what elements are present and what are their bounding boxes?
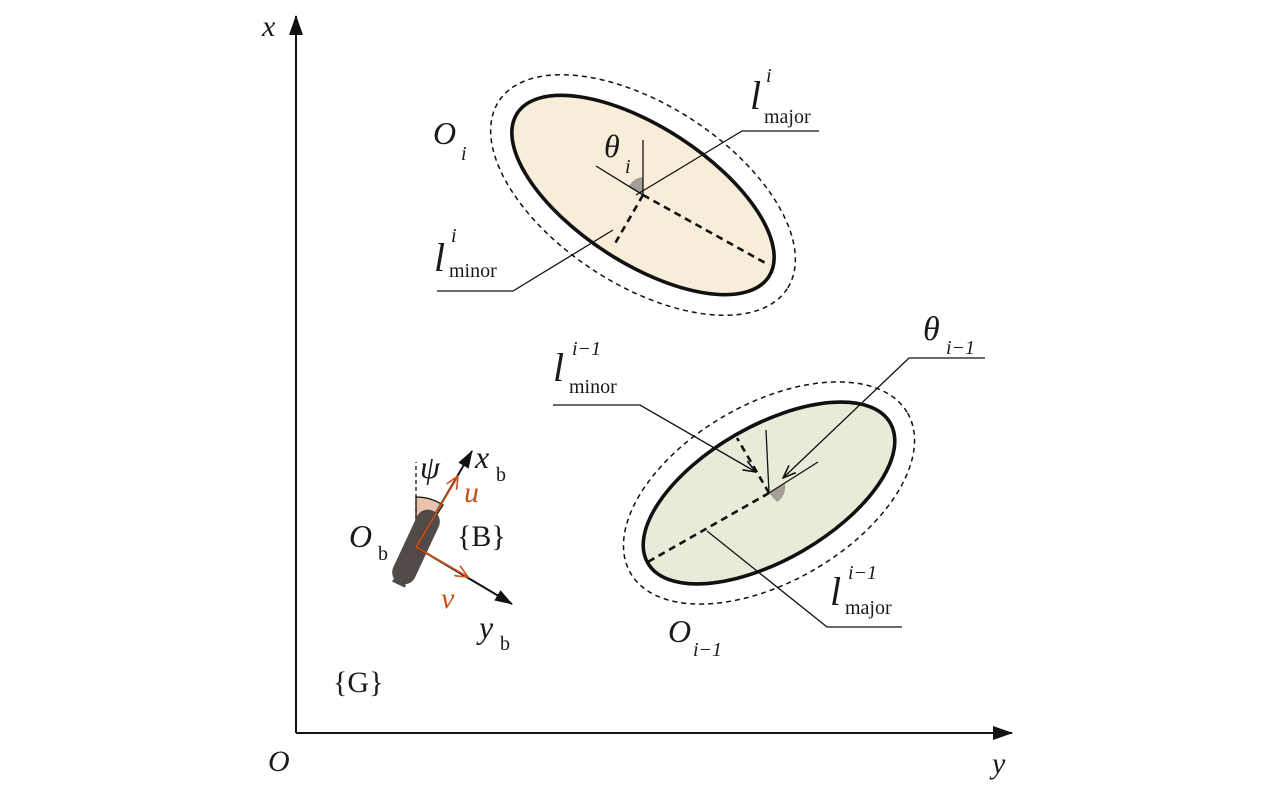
vehicle-origin-label: O — [349, 518, 372, 554]
obstacle-im1-theta-sub: i−1 — [946, 337, 975, 359]
obstacle-i-major-axis — [642, 193, 770, 267]
global-frame-label: {G} — [333, 666, 383, 699]
obstacle-im1: O i−1 θ i−1 l i−1 minor l i−1 major — [553, 311, 985, 661]
obstacle-i-name-sub: i — [461, 143, 467, 165]
sway-label: v — [441, 582, 455, 615]
heading-label: ψ — [420, 449, 441, 485]
obstacle-im1-major-leader — [706, 530, 902, 628]
obstacle-i-minor-sub: minor — [449, 260, 497, 282]
obstacle-i-axis-ref — [595, 165, 644, 196]
obstacle-im1-minor-label: l — [553, 345, 564, 390]
obstacle-im1-minor-leader — [553, 404, 756, 472]
obstacle-im1-minor-sup: i−1 — [572, 338, 601, 360]
obstacle-i-safety-boundary — [489, 73, 797, 317]
obstacle-i-major-label: l — [750, 73, 761, 118]
obstacle-i-theta-wedge — [629, 177, 643, 195]
obstacle-i-name: O — [433, 115, 456, 151]
obstacle-im1-major-sup: i−1 — [848, 562, 877, 584]
obstacle-i-minor-leader — [437, 229, 614, 292]
obstacle-im1-name: O — [668, 613, 691, 649]
body-frame-label: {B} — [457, 520, 506, 553]
obstacle-im1-theta-leader — [783, 357, 985, 478]
vehicle-origin-sub: b — [378, 543, 388, 565]
surge-velocity-arrow — [415, 476, 458, 548]
obstacle-i-minor-label: l — [434, 235, 445, 280]
obstacle-i-theta-sub: i — [625, 156, 631, 178]
obstacle-i: O i θ i l i major l i minor — [433, 65, 819, 317]
global-axes: x y O {G} — [261, 10, 1013, 780]
obstacle-i-minor-sup: i — [451, 225, 457, 247]
obstacle-i-theta: θ — [604, 128, 620, 164]
surge-label: u — [464, 476, 479, 509]
obstacle-i-major-sup: i — [766, 65, 772, 87]
body-y-sub: b — [500, 633, 510, 655]
obstacle-im1-safety-boundary — [622, 381, 916, 605]
obstacle-im1-minor-axis — [735, 437, 771, 494]
obstacle-im1-vertical-ref — [765, 429, 770, 494]
obstacle-im1-name-sub: i−1 — [693, 639, 722, 661]
body-y-label: y — [476, 609, 494, 645]
vehicle: O b ψ x b y b u v {B} — [349, 439, 513, 655]
obstacle-im1-theta-wedge — [769, 484, 786, 502]
obstacle-im1-minor-sub: minor — [569, 376, 617, 398]
obstacle-i-major-leader — [635, 130, 819, 196]
body-x-sub: b — [496, 464, 506, 486]
obstacle-im1-major-label: l — [830, 569, 841, 614]
sway-velocity-arrow — [415, 546, 468, 577]
obstacle-i-minor-axis — [611, 194, 645, 248]
obstacle-i-major-sub: major — [764, 106, 811, 128]
obstacle-im1-theta: θ — [923, 311, 940, 348]
obstacle-im1-major-sub: major — [845, 597, 892, 619]
x-axis-label: x — [261, 10, 276, 43]
body-x-label: x — [474, 439, 489, 475]
y-axis-label: y — [989, 747, 1006, 780]
origin-label: O — [268, 745, 290, 778]
